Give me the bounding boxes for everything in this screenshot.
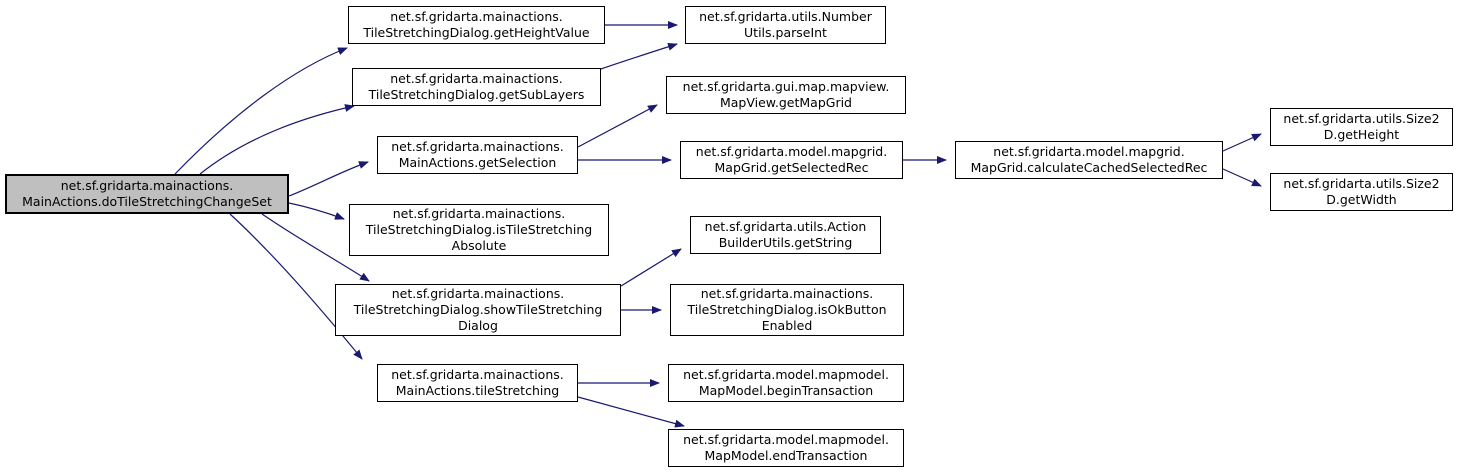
edge-showTileStretchingDialog-to-getString <box>620 248 682 287</box>
node-getHeightValue[interactable]: net.sf.gridarta.mainactions. TileStretch… <box>348 6 605 44</box>
node-calculateCachedSelectedRec[interactable]: net.sf.gridarta.model.mapgrid. MapGrid.c… <box>955 141 1223 179</box>
edge-calculateCachedSelectedRec-to-getHeight <box>1222 133 1262 152</box>
edge-getSubLayers-to-parseInt <box>600 42 678 70</box>
node-getSubLayers[interactable]: net.sf.gridarta.mainactions. TileStretch… <box>352 68 601 106</box>
node-doTileStretchingChangeSet: net.sf.gridarta.mainactions. MainActions… <box>5 174 289 214</box>
edge-calculateCachedSelectedRec-to-getWidth <box>1222 168 1262 187</box>
node-endTransaction[interactable]: net.sf.gridarta.model.mapmodel. MapModel… <box>668 429 904 467</box>
edge-root-to-getSubLayers <box>199 104 355 175</box>
node-getWidth[interactable]: net.sf.gridarta.utils.Size2 D.getWidth <box>1270 173 1453 211</box>
node-getSelection[interactable]: net.sf.gridarta.mainactions. MainActions… <box>377 136 578 174</box>
edge-root-to-showTileStretchingDialog <box>261 213 370 282</box>
node-getMapGrid[interactable]: net.sf.gridarta.gui.map.mapview. MapView… <box>666 76 906 114</box>
edge-root-to-isTileStretchingAbsolute <box>288 202 345 220</box>
node-parseInt[interactable]: net.sf.gridarta.utils.Number Utils.parse… <box>685 6 886 44</box>
node-isTileStretchingAbsolute[interactable]: net.sf.gridarta.mainactions. TileStretch… <box>349 204 609 256</box>
edge-root-to-tileStretching <box>229 213 363 360</box>
node-isOkButtonEnabled[interactable]: net.sf.gridarta.mainactions. TileStretch… <box>670 284 904 336</box>
node-getSelectedRec[interactable]: net.sf.gridarta.model.mapgrid. MapGrid.g… <box>680 141 903 179</box>
edge-root-to-getHeightValue <box>174 47 348 175</box>
edge-tileStretching-to-endTransaction <box>577 396 685 428</box>
node-beginTransaction[interactable]: net.sf.gridarta.model.mapmodel. MapModel… <box>668 364 904 402</box>
edge-root-to-getSelection <box>288 161 369 197</box>
node-tileStretching[interactable]: net.sf.gridarta.mainactions. MainActions… <box>377 364 578 402</box>
edge-getSelection-to-getMapGrid <box>577 104 658 148</box>
node-showTileStretchingDialog[interactable]: net.sf.gridarta.mainactions. TileStretch… <box>335 284 621 336</box>
node-getString[interactable]: net.sf.gridarta.utils.Action BuilderUtil… <box>690 216 881 254</box>
node-getHeight[interactable]: net.sf.gridarta.utils.Size2 D.getHeight <box>1270 108 1453 146</box>
